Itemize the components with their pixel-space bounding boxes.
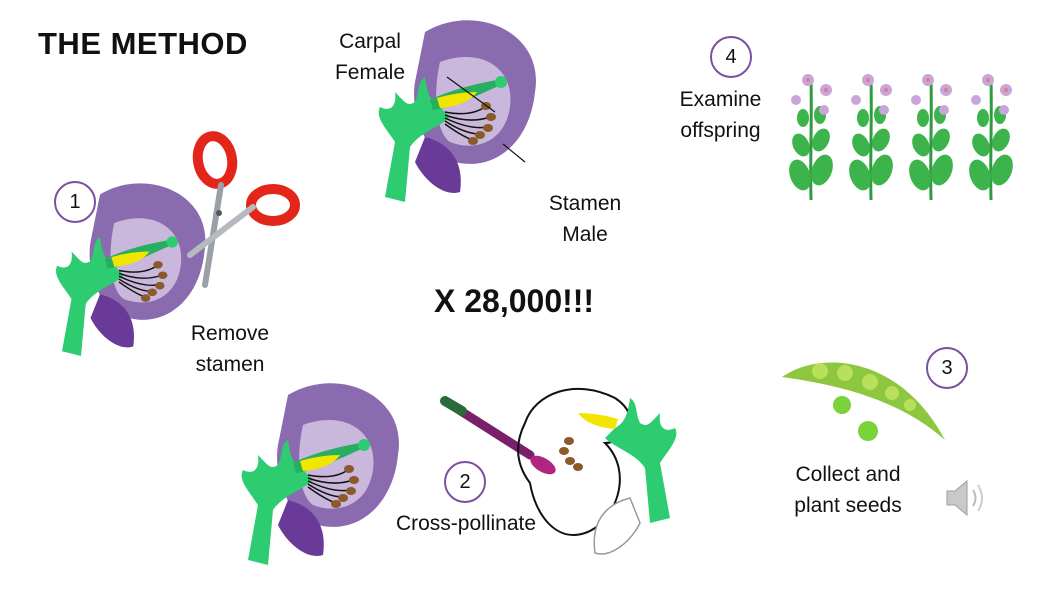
scissors-icon [187, 131, 300, 288]
step-4-badge: 4 [710, 36, 752, 78]
step-1-badge: 1 [54, 181, 96, 223]
paintbrush-icon [440, 396, 556, 475]
pea-plant-icon [903, 72, 959, 202]
step-1-label: Remove stamen [190, 322, 270, 376]
pea-pod-icon [782, 362, 945, 441]
pea-plant-icon [843, 72, 899, 202]
stamen-label: Stamen Male [548, 192, 622, 246]
step-3-label: Collect and plant seeds [794, 463, 902, 517]
pea-plant-icon [783, 72, 839, 202]
step-3-badge: 3 [926, 347, 968, 389]
offspring-plants [783, 72, 1019, 202]
stamen-pointer [502, 143, 526, 163]
step-2-badge: 2 [444, 461, 486, 503]
pea-plant-icon [963, 72, 1019, 202]
speaker-icon[interactable] [945, 478, 995, 518]
step-2-recipient-flower [517, 388, 677, 555]
carpal-pointer [446, 76, 496, 113]
page-title: THE METHOD [38, 26, 248, 61]
step-2-label: Cross-pollinate [395, 512, 537, 535]
labeled-flower-diagram [377, 19, 537, 203]
repetition-count: X 28,000!!! [434, 283, 595, 319]
carpal-label: Carpal Female [334, 30, 406, 84]
step-4-label: Examine offspring [679, 88, 762, 142]
